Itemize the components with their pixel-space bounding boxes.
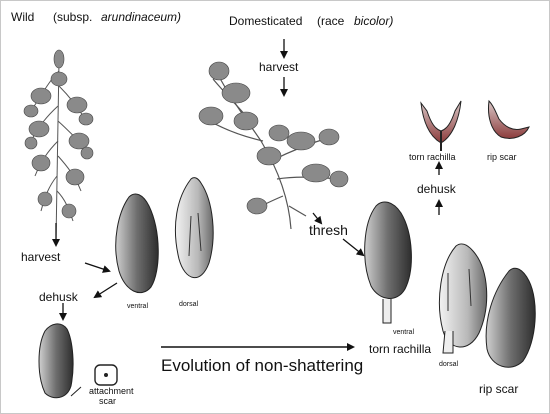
wild-dehusked-grain [39, 324, 81, 398]
torn-rachilla-husk [421, 101, 461, 151]
domesticated-grain-ventral [365, 202, 412, 323]
label-harvest-top: harvest [259, 61, 298, 73]
label-rip-scar-top: rip scar [487, 153, 517, 162]
wild-grain-ventral [116, 194, 159, 293]
arrow-grains-to-dehusk [95, 283, 117, 297]
label-dorsal-right: dorsal [439, 361, 458, 368]
arrow-thresh-to-grains [343, 239, 363, 255]
attachment-scar-detail [95, 365, 117, 385]
label-ventral-left: ventral [127, 303, 148, 310]
label-dehusk-left: dehusk [39, 291, 78, 303]
domesticated-dehusked-grain [486, 268, 535, 367]
label-rip-scar-bottom: rip scar [479, 383, 518, 395]
rip-scar-husk [489, 101, 530, 138]
label-thresh: thresh [309, 223, 348, 237]
wild-grain-dorsal [175, 178, 213, 278]
label-wild-subsp-prefix: (subsp. [53, 11, 92, 23]
label-dehusk-right: dehusk [417, 183, 456, 195]
label-attachment: attachment [89, 387, 134, 396]
label-wild: Wild [11, 11, 34, 23]
domesticated-panicle-spikelets [199, 62, 348, 214]
domesticated-grain-dorsal [439, 244, 486, 353]
label-harvest-left: harvest [21, 251, 60, 263]
label-scar: scar [99, 397, 116, 406]
label-evolution: Evolution of non-shattering [161, 357, 363, 374]
label-torn-rachilla-bottom: torn rachilla [369, 343, 431, 355]
label-dom-race-name: bicolor) [354, 15, 393, 27]
label-wild-subsp-name: arundinaceum) [101, 11, 181, 23]
process-arrows [56, 39, 439, 347]
label-dom-race-prefix: (race [317, 15, 344, 27]
label-torn-rachilla-top: torn rachilla [409, 153, 456, 162]
label-dorsal-left: dorsal [179, 301, 198, 308]
arrow-harvest-to-grains [85, 263, 109, 271]
label-domesticated: Domesticated [229, 15, 302, 27]
label-ventral-right: ventral [393, 329, 414, 336]
